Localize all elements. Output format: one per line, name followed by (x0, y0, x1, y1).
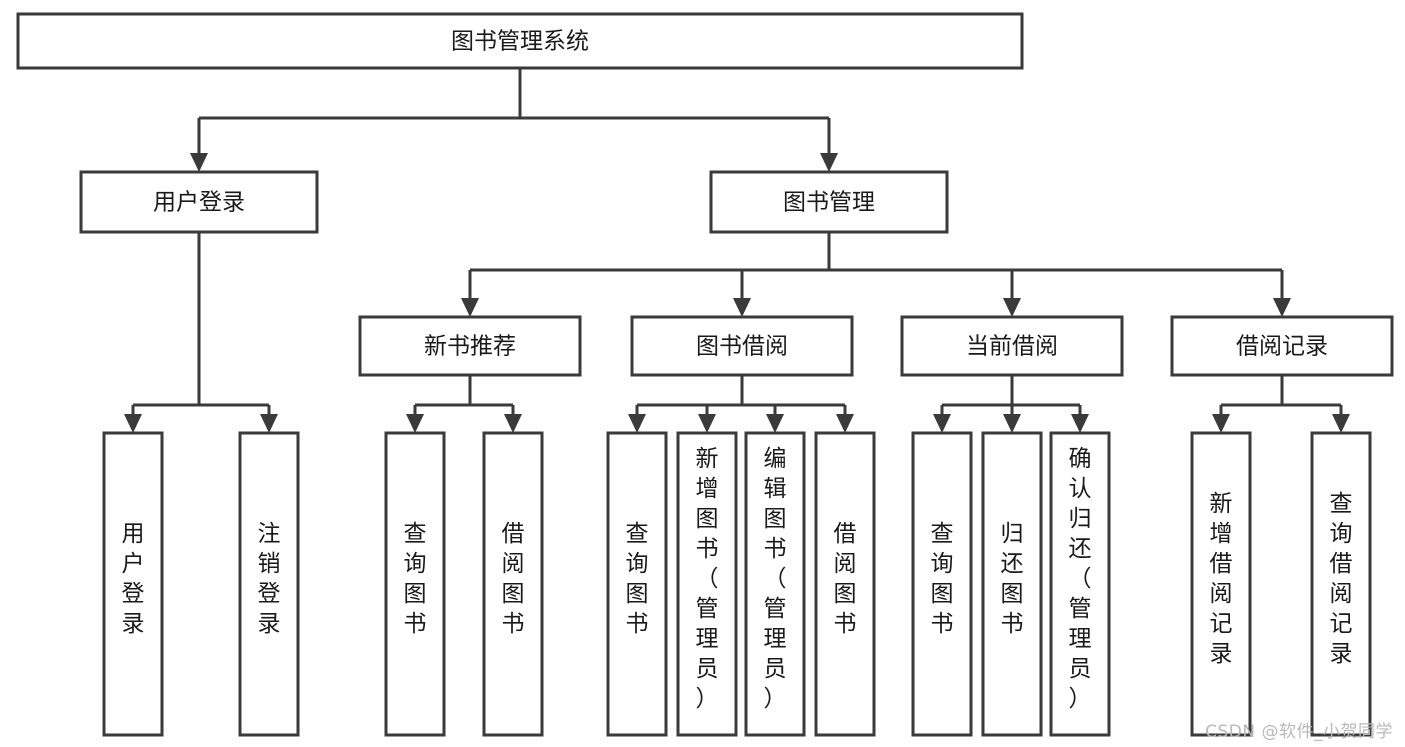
node-label: 注销登录 (258, 521, 281, 637)
connector-edges (124, 68, 1350, 433)
arrow-head-icon (820, 153, 838, 172)
node-leaf-borrow-book-2[interactable]: 借阅图书 (814, 431, 876, 737)
arrow-head-icon (628, 414, 646, 433)
arrow-head-icon (461, 298, 479, 317)
node-label: 查询图书 (404, 521, 427, 637)
arrow-head-icon (260, 414, 278, 433)
node-user-login[interactable]: 用户登录 (79, 170, 319, 234)
node-label: 借阅图书 (502, 521, 525, 637)
node-label: 新增图书（管理员） (696, 446, 719, 712)
node-leaf-query-record[interactable]: 查询借阅记录 (1310, 431, 1372, 737)
arrow-head-icon (406, 414, 424, 433)
arrow-head-icon (1212, 414, 1230, 433)
node-leaf-add-record[interactable]: 新增借阅记录 (1190, 431, 1252, 737)
arrow-head-icon (1332, 414, 1350, 433)
node-label: 图书管理系统 (451, 29, 589, 55)
arrow-head-icon (1003, 298, 1021, 317)
node-leaf-return-book[interactable]: 归还图书 (981, 431, 1043, 737)
node-root-book-management-system[interactable]: 图书管理系统 (16, 12, 1024, 70)
arrow-head-icon (504, 414, 522, 433)
node-book-borrow[interactable]: 图书借阅 (630, 315, 854, 377)
watermark-label: CSDN @软件_小贺同学 (1205, 722, 1393, 742)
node-leaf-query-book-3[interactable]: 查询图书 (911, 431, 973, 737)
node-leaf-user-login[interactable]: 用户登录 (102, 431, 164, 737)
node-label: 查询借阅记录 (1330, 491, 1353, 667)
node-label: 新增借阅记录 (1210, 491, 1233, 667)
node-label: 借阅记录 (1236, 334, 1328, 360)
node-label: 查询图书 (626, 521, 649, 637)
node-label: 查询图书 (931, 521, 954, 637)
node-label: 归还图书 (1001, 521, 1024, 637)
node-label: 用户登录 (153, 190, 245, 216)
node-book-manage[interactable]: 图书管理 (709, 170, 949, 234)
arrow-head-icon (733, 298, 751, 317)
arrow-head-icon (1071, 414, 1089, 433)
arrow-head-icon (1273, 298, 1291, 317)
arrow-head-icon (190, 153, 208, 172)
node-label: 用户登录 (122, 521, 145, 637)
node-label: 编辑图书（管理员） (764, 446, 787, 712)
arrow-head-icon (836, 414, 854, 433)
node-new-book-recommend[interactable]: 新书推荐 (358, 315, 582, 377)
node-label: 新书推荐 (424, 334, 516, 360)
node-label: 图书管理 (783, 190, 875, 216)
node-label: 图书借阅 (696, 334, 788, 360)
arrow-head-icon (933, 414, 951, 433)
node-label: 确认归还（管理员） (1069, 446, 1092, 712)
arrow-head-icon (766, 414, 784, 433)
node-borrow-record[interactable]: 借阅记录 (1170, 315, 1394, 377)
node-current-borrow[interactable]: 当前借阅 (900, 315, 1124, 377)
arrow-head-icon (1003, 414, 1021, 433)
diagram-nodes: 图书管理系统用户登录图书管理新书推荐图书借阅当前借阅借阅记录用户登录注销登录查询… (16, 12, 1394, 737)
node-leaf-logout[interactable]: 注销登录 (238, 431, 300, 737)
node-leaf-confirm-return[interactable]: 确认归还（管理员） (1049, 431, 1111, 737)
node-leaf-query-book-1[interactable]: 查询图书 (384, 431, 446, 737)
node-label: 借阅图书 (834, 521, 857, 637)
arrow-head-icon (698, 414, 716, 433)
node-label: 当前借阅 (966, 334, 1058, 360)
node-leaf-borrow-book-1[interactable]: 借阅图书 (482, 431, 544, 737)
node-leaf-edit-book[interactable]: 编辑图书（管理员） (744, 431, 806, 737)
node-leaf-add-book[interactable]: 新增图书（管理员） (676, 431, 738, 737)
arrow-head-icon (124, 414, 142, 433)
node-leaf-query-book-2[interactable]: 查询图书 (606, 431, 668, 737)
